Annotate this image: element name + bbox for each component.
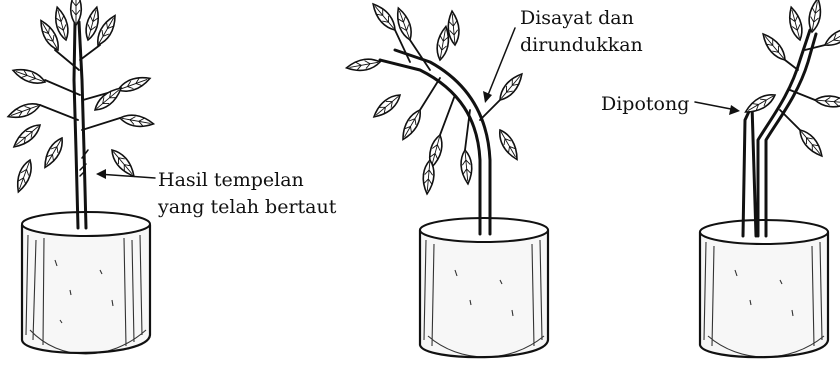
stage-1-label-line-1: Hasil tempelan bbox=[158, 169, 304, 191]
stage-1-pot bbox=[22, 212, 150, 354]
stage-2-pot bbox=[420, 218, 548, 357]
stage-3-pot bbox=[700, 220, 828, 357]
stage-3-plant bbox=[700, 0, 840, 357]
stage-3-arrow bbox=[695, 102, 740, 115]
stage-2-label-line-1: Disayat dan bbox=[520, 7, 634, 29]
stage-2-plant bbox=[346, 1, 548, 358]
stage-3-label: Dipotong bbox=[601, 93, 689, 115]
stage-2-label-line-2: dirundukkan bbox=[520, 34, 643, 56]
stage-1-label-line-2: yang telah bertaut bbox=[157, 196, 337, 218]
